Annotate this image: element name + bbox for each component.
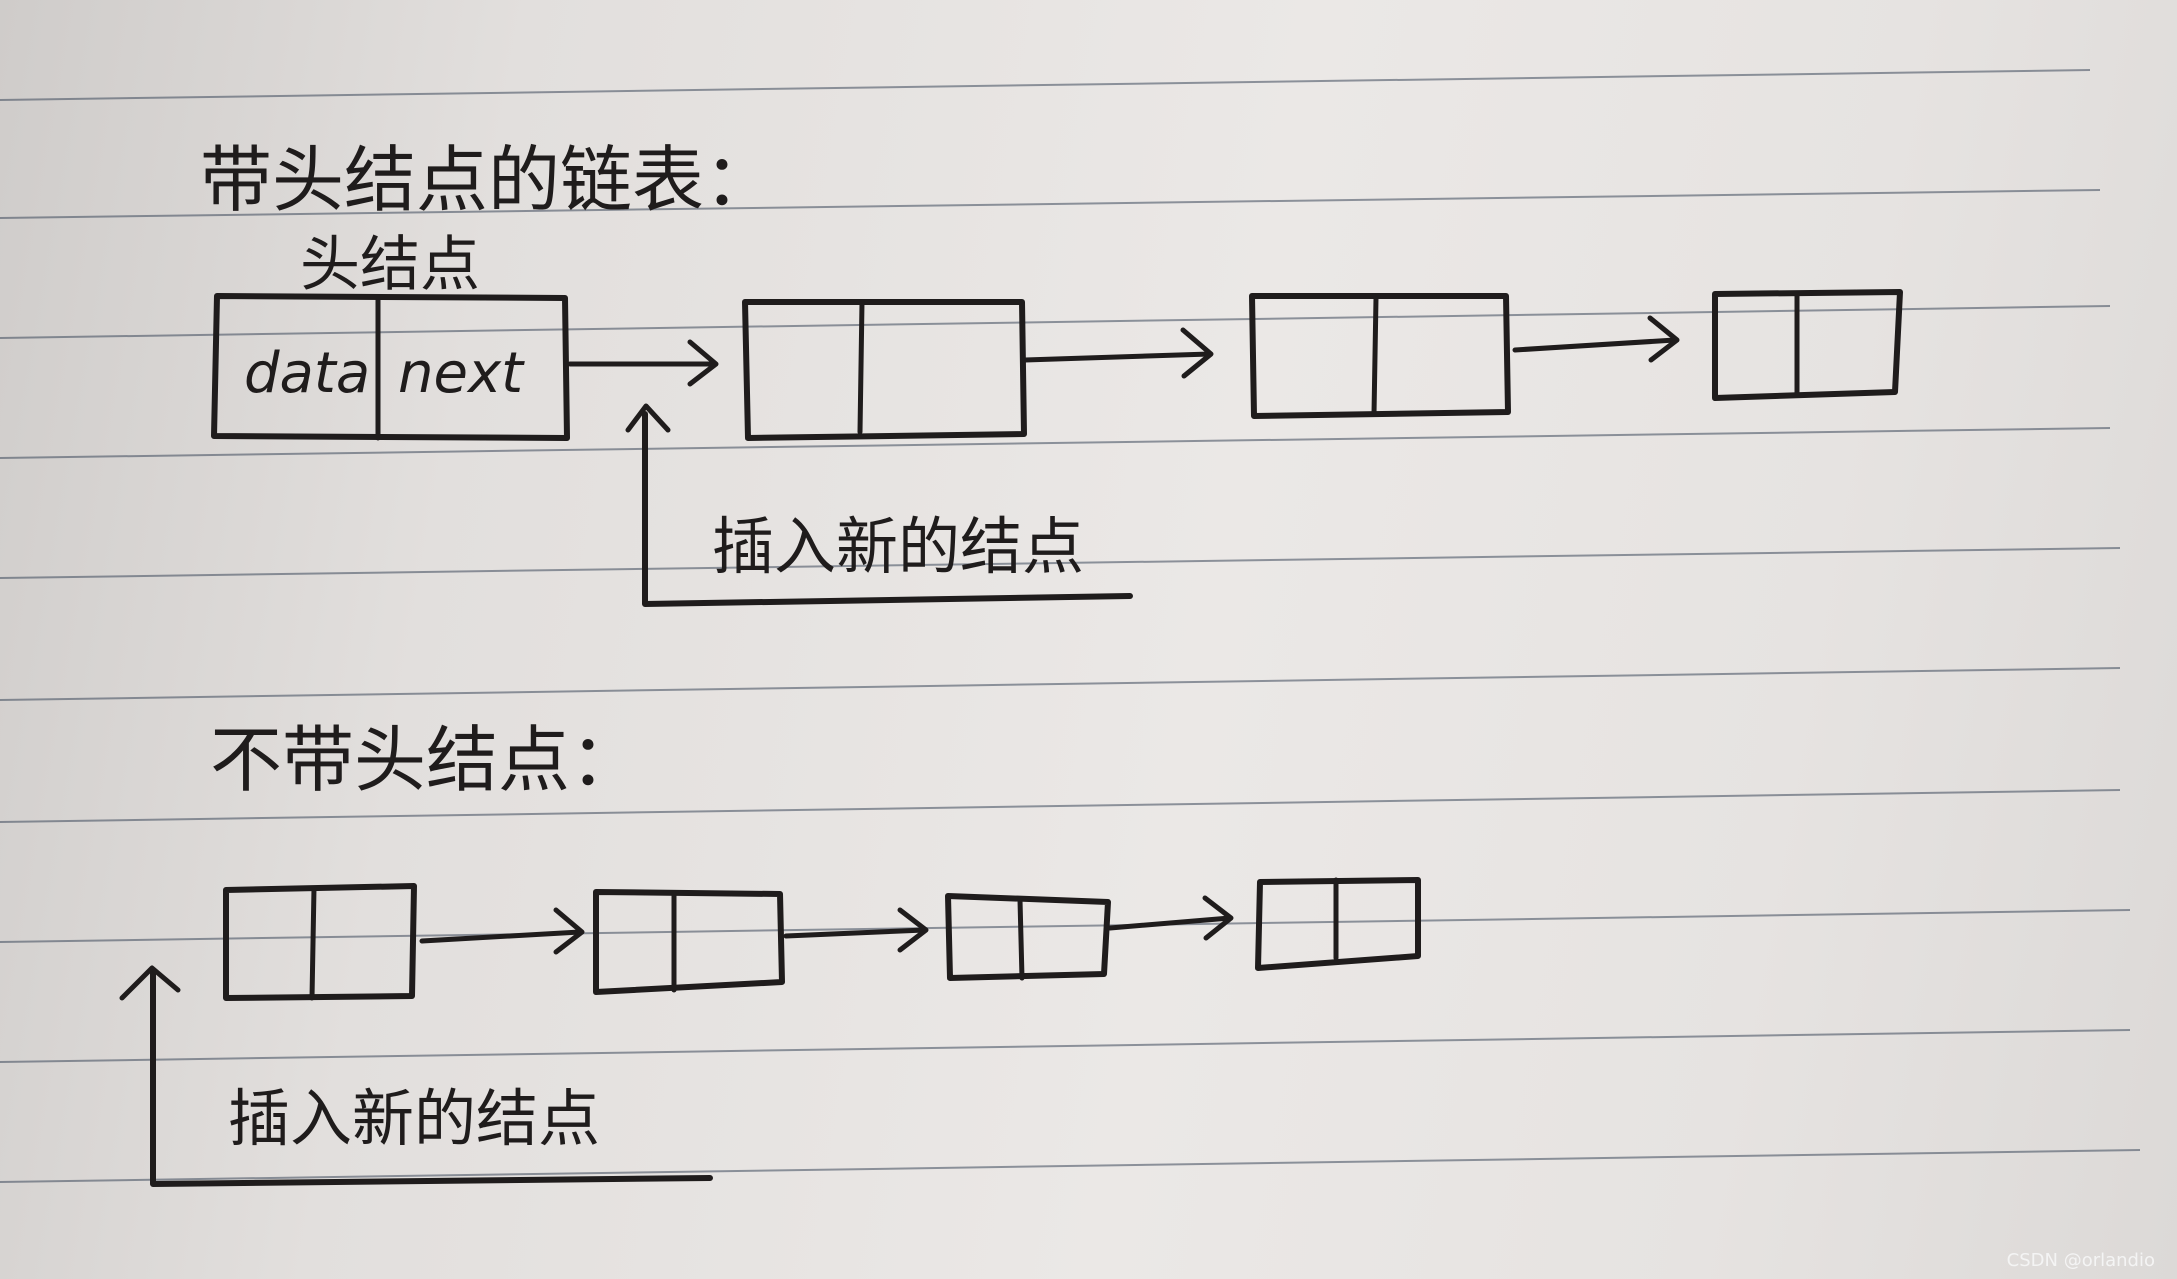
node-3 <box>1712 289 1903 401</box>
title-without-head: 不带头结点： <box>210 718 642 802</box>
insert-label-without-head: 插入新的结点 <box>228 1082 600 1155</box>
watermark: CSDN @orlandio <box>2007 1250 2155 1271</box>
title-with-head: 带头结点的链表： <box>200 138 776 222</box>
arrows-without-head <box>419 895 1234 955</box>
node-c <box>945 893 1111 981</box>
node-a <box>223 883 417 1001</box>
ruled-lines <box>0 69 2141 1183</box>
head-node: data next <box>211 293 570 441</box>
head-data-field: data <box>244 341 370 406</box>
head-next-field: next <box>398 341 525 406</box>
node-b <box>593 889 785 995</box>
insert-label-with-head: 插入新的结点 <box>712 510 1084 583</box>
node-d <box>1255 877 1421 971</box>
node-2 <box>1249 293 1511 419</box>
arrows-with-head <box>567 315 1680 387</box>
insert-arrow-with-head <box>625 403 1133 607</box>
insert-arrow-without-head <box>119 965 713 1187</box>
node-1 <box>742 299 1027 441</box>
head-node-label: 头结点 <box>300 230 480 300</box>
